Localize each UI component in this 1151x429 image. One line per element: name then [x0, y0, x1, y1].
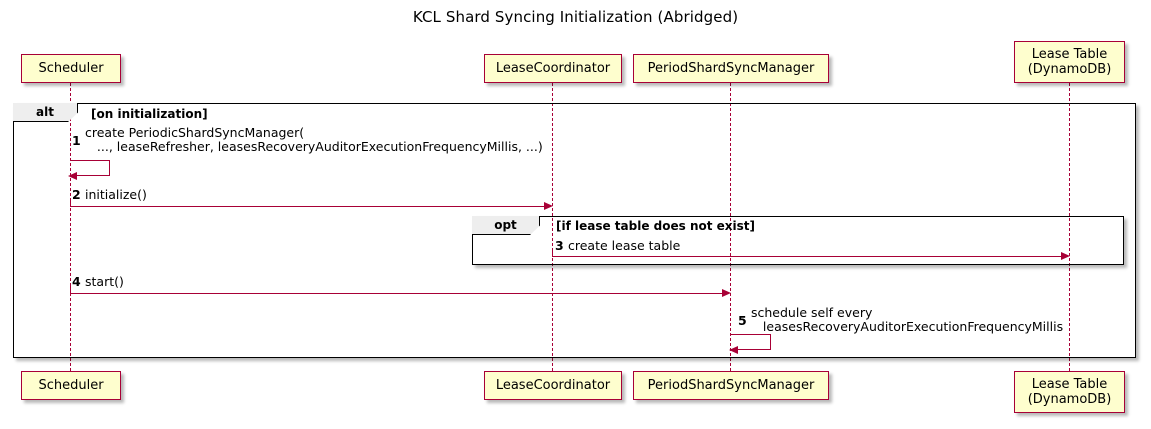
participant-label: Lease Table (DynamoDB) — [1027, 377, 1112, 407]
message-4-label: start() — [85, 274, 124, 289]
message-5-arrowhead — [729, 345, 738, 354]
diagram-title: KCL Shard Syncing Initialization (Abridg… — [412, 8, 739, 26]
participant-leasecoordinator-top[interactable]: LeaseCoordinator — [484, 54, 622, 83]
fragment-alt — [13, 103, 1136, 358]
message-3-number: 3 — [555, 238, 564, 253]
message-2-line — [70, 206, 544, 207]
participant-label: Scheduler — [38, 61, 104, 76]
message-1-label: create PeriodicShardSyncManager( ..., le… — [85, 125, 543, 154]
message-1-arrowhead — [68, 171, 77, 180]
participant-scheduler-top[interactable]: Scheduler — [21, 54, 121, 83]
message-4-line — [70, 293, 722, 294]
participant-leasetable-bottom[interactable]: Lease Table (DynamoDB) — [1014, 371, 1125, 413]
fragment-alt-tab: alt — [13, 103, 78, 122]
message-2-number: 2 — [72, 187, 81, 202]
message-4-origin-stub — [69, 285, 72, 294]
participant-scheduler-bottom[interactable]: Scheduler — [21, 371, 121, 400]
fragment-keyword: opt — [494, 218, 517, 232]
message-4-number: 4 — [72, 274, 81, 289]
participant-label: LeaseCoordinator — [495, 61, 611, 76]
fragment-opt — [472, 216, 1124, 265]
message-3-arrowhead — [1061, 252, 1070, 260]
message-1-number: 1 — [72, 133, 81, 148]
message-5-self-loop — [731, 334, 771, 350]
message-5-number: 5 — [738, 313, 747, 328]
message-2-origin-stub — [69, 198, 72, 207]
message-4-arrowhead — [722, 289, 731, 297]
participant-periodshardsyncmanager-bottom[interactable]: PeriodShardSyncManager — [633, 371, 829, 400]
participant-label: LeaseCoordinator — [495, 378, 611, 393]
participant-periodshardsyncmanager-top[interactable]: PeriodShardSyncManager — [633, 54, 829, 83]
lifeline-scheduler — [70, 83, 71, 371]
fragment-alt-condition: [on initialization] — [91, 107, 208, 121]
participant-label: Scheduler — [38, 378, 104, 393]
lifeline-leasecoordinator — [552, 83, 553, 371]
participant-label: PeriodShardSyncManager — [647, 61, 815, 76]
participant-label: PeriodShardSyncManager — [647, 378, 815, 393]
fragment-opt-tab: opt — [472, 216, 540, 235]
message-2-label: initialize() — [85, 187, 147, 202]
participant-leasecoordinator-bottom[interactable]: LeaseCoordinator — [484, 371, 622, 400]
message-3-line — [552, 256, 1061, 257]
message-1-self-loop — [70, 160, 110, 176]
participant-leasetable-top[interactable]: Lease Table (DynamoDB) — [1014, 41, 1125, 83]
fragment-keyword: alt — [36, 105, 54, 119]
participant-label: Lease Table (DynamoDB) — [1027, 47, 1112, 77]
message-2-arrowhead — [544, 202, 553, 210]
message-3-origin-stub — [551, 248, 554, 257]
fragment-opt-condition: [if lease table does not exist] — [556, 219, 756, 233]
lifeline-leasetable — [1069, 83, 1070, 371]
message-5-label: schedule self every leasesRecoveryAudito… — [751, 305, 1064, 334]
message-3-label: create lease table — [568, 238, 681, 253]
lifeline-periodshardsyncmanager — [730, 83, 731, 371]
